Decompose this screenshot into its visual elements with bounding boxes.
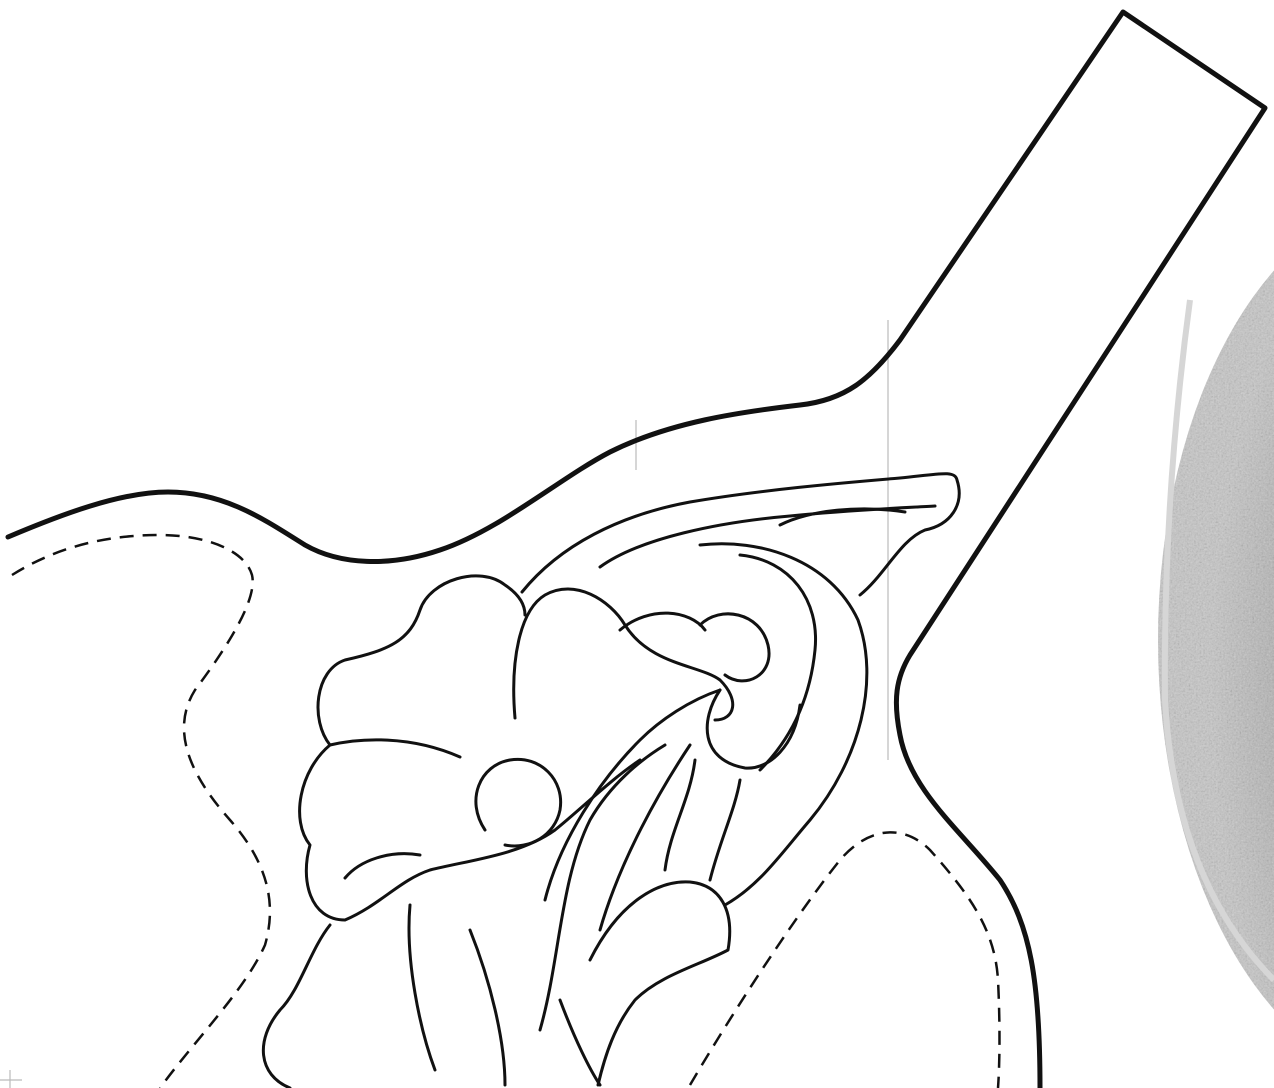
petal-left [318,576,525,757]
stem-3 [600,745,690,930]
scan-guides [0,320,888,1088]
floral-carving [263,474,959,1088]
textured-disc [1158,195,1274,1085]
petal-top [514,589,733,720]
bud [700,614,769,681]
stitch-line-left [12,535,270,1088]
petal-lower [300,745,640,920]
flower-center [476,759,561,846]
upper-leaf [522,474,959,595]
leaf-lower-left [263,925,330,1088]
stitch-line-right [690,832,1000,1088]
outer-cut-line [8,12,1265,1088]
scroll [700,544,867,905]
leaf-lower-center [409,905,435,1070]
